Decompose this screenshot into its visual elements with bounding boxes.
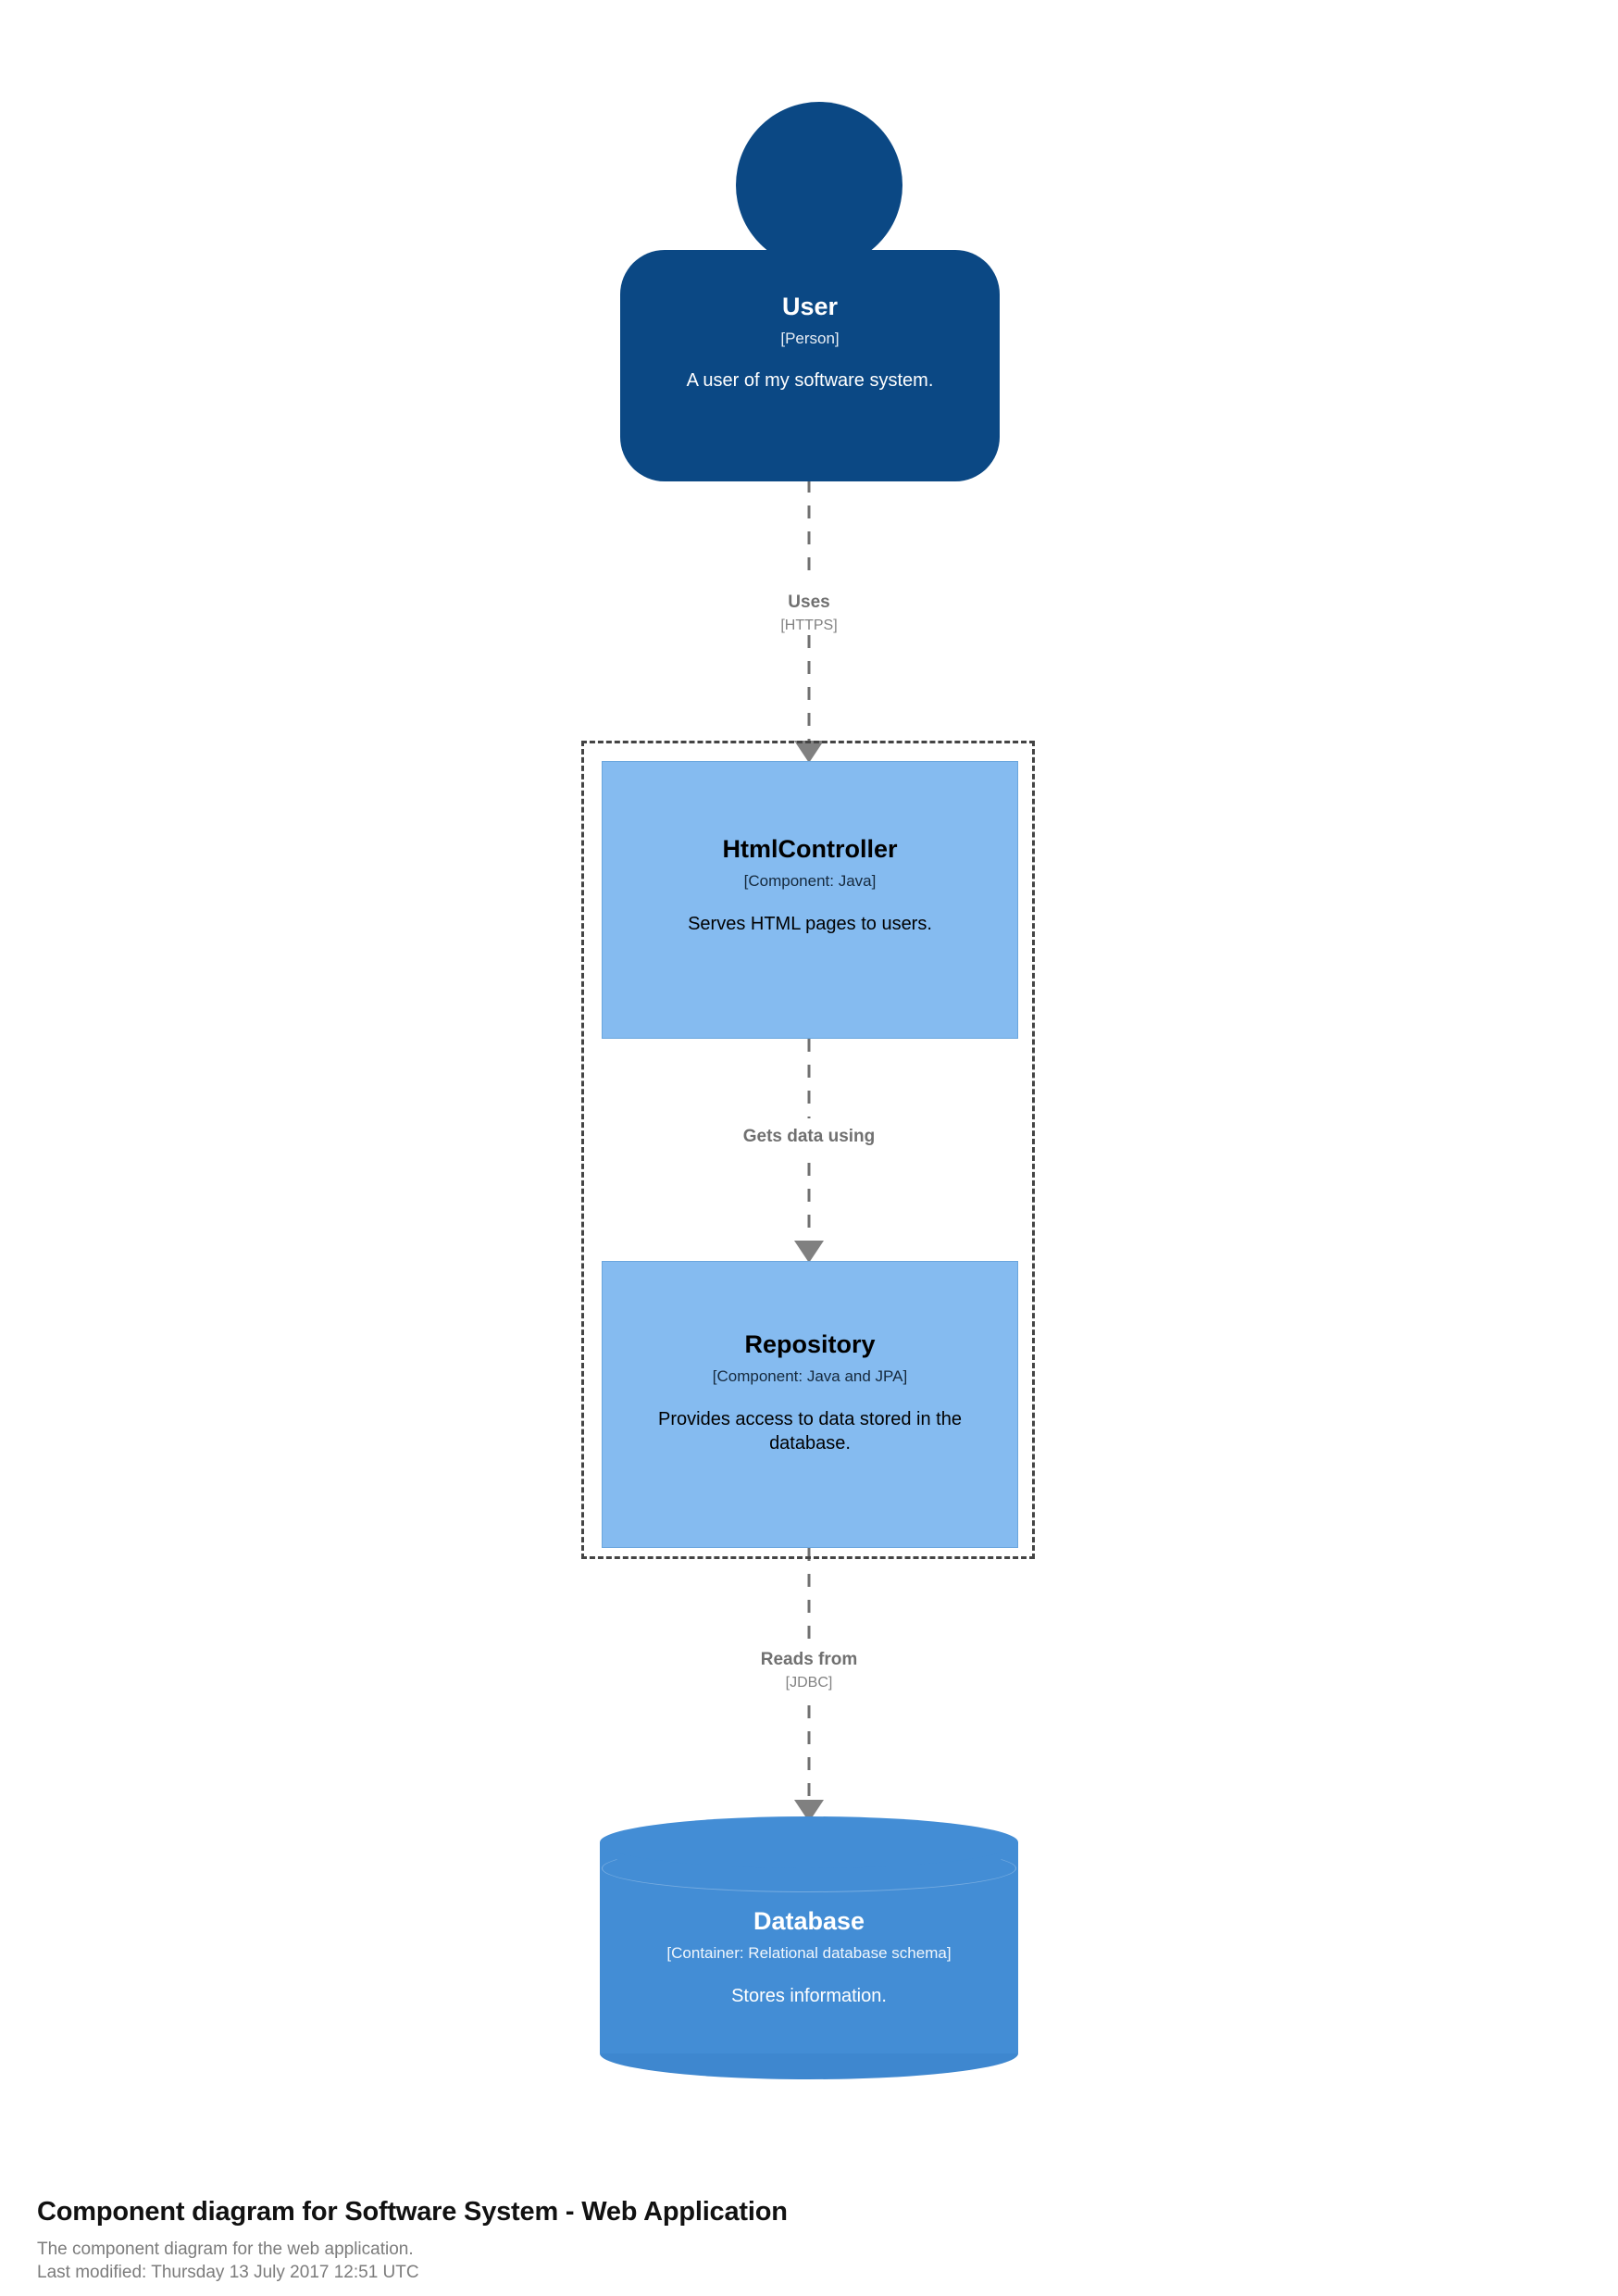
diagram-caption: Component diagram for Software System - … [37,2196,1333,2285]
node-database-cylinder[interactable] [600,1816,1018,2080]
arrowhead-icon [794,1800,824,1822]
connector-htmlcontroller-to-repository [794,1039,824,1263]
diagram-title: Component diagram for Software System - … [37,2197,788,2227]
person-body-shape [620,250,1000,481]
arrowhead-icon [794,1241,824,1263]
diagram-last-modified: Last modified: Thursday 13 July 2017 12:… [37,2263,419,2283]
node-repository-box[interactable] [602,1261,1018,1548]
web-application-boundary [581,741,1035,1559]
node-user-person[interactable] [620,102,1000,481]
cylinder-rim-line [602,1844,1016,1892]
node-htmlcontroller-box[interactable] [602,761,1018,1039]
connector-user-to-htmlcontroller [794,480,824,763]
person-head-icon [736,102,902,268]
connector-repository-to-database [794,1548,824,1822]
diagram-subtitle: The component diagram for the web applic… [37,2239,414,2259]
arrowhead-icon [794,741,824,763]
